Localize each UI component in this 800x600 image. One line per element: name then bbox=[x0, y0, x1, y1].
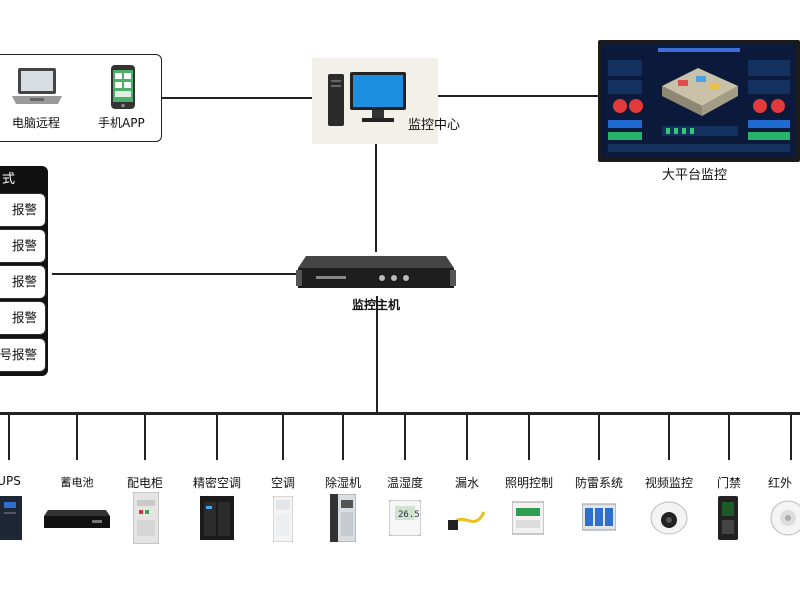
battery-icon bbox=[42, 508, 112, 534]
surveillance-camera-icon bbox=[650, 500, 688, 540]
infrared-sensor-icon bbox=[770, 500, 800, 540]
big-screen-label: 大平台监控 bbox=[662, 168, 728, 183]
distribution-cabinet-icon bbox=[132, 491, 160, 548]
laptop-icon bbox=[10, 66, 64, 112]
air-conditioner-icon bbox=[272, 495, 294, 546]
device-drop-line bbox=[342, 414, 344, 460]
alarm-method-item: 报警 bbox=[0, 301, 46, 335]
device-label-temp-humidity: 温湿度 bbox=[386, 476, 423, 490]
water-leak-sensor-icon bbox=[448, 504, 488, 536]
lighting-control-icon bbox=[511, 500, 545, 540]
monitoring-center-label: 监控中心 bbox=[408, 118, 461, 133]
device-drop-line bbox=[282, 414, 284, 460]
phone-icon bbox=[110, 64, 136, 114]
line-remote-to-center bbox=[160, 97, 312, 99]
device-bus-line bbox=[0, 412, 800, 415]
device-drop-line bbox=[790, 414, 792, 460]
ups-icon bbox=[0, 496, 24, 544]
device-label-lighting-control: 照明控制 bbox=[504, 476, 553, 490]
device-drop-line bbox=[404, 414, 406, 460]
device-label-water-leak: 漏水 bbox=[454, 476, 479, 490]
precision-ac-icon bbox=[200, 496, 234, 544]
device-drop-line bbox=[598, 414, 600, 460]
temp-humidity-sensor-icon: 26.5 bbox=[388, 499, 422, 540]
dehumidifier-icon bbox=[329, 493, 357, 546]
access-control-icon bbox=[718, 496, 738, 544]
lightning-protection-icon bbox=[581, 500, 617, 538]
monitoring-host-label: 监控主机 bbox=[352, 298, 401, 312]
device-label-precision-ac: 精密空调 bbox=[192, 476, 241, 490]
device-label-video-surveillance: 视频监控 bbox=[644, 476, 693, 490]
device-drop-line bbox=[528, 414, 530, 460]
alarm-method-item: 报警 bbox=[0, 229, 46, 263]
line-host-to-bus bbox=[376, 296, 378, 414]
device-label-ups: UPS bbox=[0, 474, 21, 488]
device-label-battery: 蓄电池 bbox=[60, 476, 94, 489]
device-drop-line bbox=[466, 414, 468, 460]
device-label-dehumidifier: 除湿机 bbox=[324, 476, 361, 490]
device-label-access-control: 门禁 bbox=[716, 476, 741, 490]
device-drop-line bbox=[668, 414, 670, 460]
alarm-method-item: 报警 bbox=[0, 193, 46, 227]
pc-remote-label: 电脑远程 bbox=[12, 116, 61, 130]
device-drop-line bbox=[76, 414, 78, 460]
alarm-method-item: 号报警 bbox=[0, 338, 46, 372]
device-label-distribution-cabinet: 配电柜 bbox=[126, 476, 163, 490]
mobile-app-label: 手机APP bbox=[98, 116, 145, 130]
device-drop-line bbox=[216, 414, 218, 460]
line-center-to-host bbox=[375, 140, 377, 252]
device-drop-line bbox=[144, 414, 146, 460]
device-drop-line bbox=[8, 414, 10, 460]
line-center-to-bigscreen bbox=[437, 95, 599, 97]
line-alarm-to-host bbox=[52, 273, 298, 275]
alarm-methods-title: 式 bbox=[0, 166, 48, 194]
alarm-method-item: 报警 bbox=[0, 265, 46, 299]
device-label-infrared: 红外 bbox=[768, 476, 793, 490]
svg-text:26.5: 26.5 bbox=[398, 510, 420, 520]
device-label-ac: 空调 bbox=[270, 476, 295, 490]
device-drop-line bbox=[728, 414, 730, 460]
desktop-computer-icon bbox=[326, 70, 410, 132]
monitoring-host-device bbox=[296, 252, 456, 296]
device-label-lightning-protection: 防雷系统 bbox=[574, 476, 623, 490]
big-screen-dashboard bbox=[598, 40, 800, 162]
